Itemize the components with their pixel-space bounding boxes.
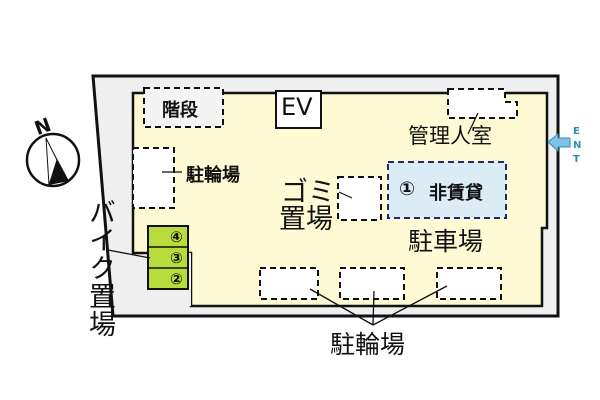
non-rental-label: 非賃貸 — [429, 183, 483, 204]
management-room-label: 管理人室 — [408, 124, 492, 148]
parking-label: 駐車場 — [408, 227, 484, 256]
garbage-area-label-1: ゴミ — [281, 177, 335, 208]
motorbike-slot-4: ④ — [170, 228, 183, 246]
garbage-area-label-2: 置場 — [279, 204, 333, 235]
compass-icon — [27, 134, 79, 186]
entrance-arrow-icon — [547, 133, 571, 153]
stairs-label: 階段 — [162, 100, 198, 121]
entrance-letter-n: N — [573, 140, 582, 151]
entrance-letter-t: T — [573, 154, 580, 165]
motorbike-slot-3: ③ — [170, 249, 183, 267]
motorbike-slot-2: ② — [170, 270, 183, 288]
non-rental-number: ① — [399, 178, 416, 200]
motorbike-parking-label: バイク置場 — [84, 198, 115, 338]
entrance-letter-e: E — [573, 126, 580, 137]
bicycle-parking-bottom-label: 駐輪場 — [330, 330, 406, 359]
bicycle-parking-left-label: 駐輪場 — [186, 165, 240, 186]
elevator-label: EV — [281, 93, 313, 121]
